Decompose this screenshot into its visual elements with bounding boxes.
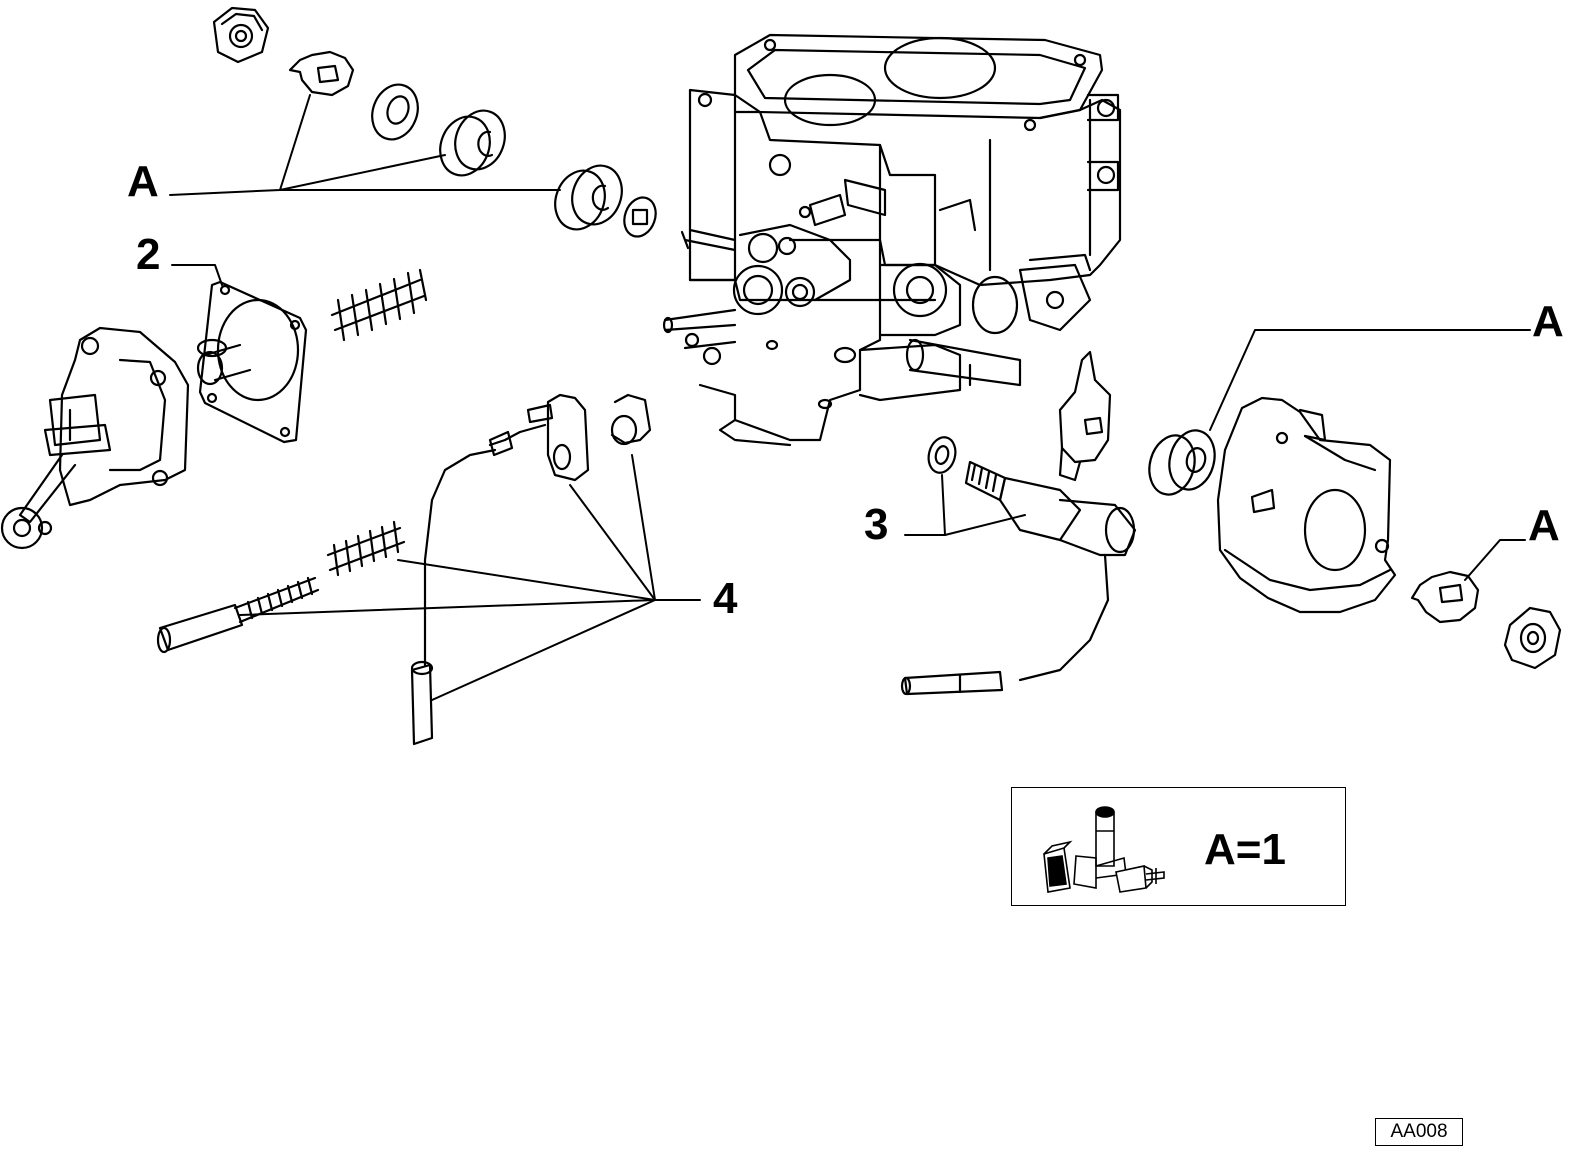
washer-part3 bbox=[927, 436, 957, 474]
tab-washer-top bbox=[288, 50, 355, 97]
plug-part4 bbox=[610, 393, 652, 446]
pump-housing bbox=[43, 326, 190, 507]
callout-2: 2 bbox=[136, 230, 161, 279]
nut-top-left bbox=[212, 6, 270, 64]
spring-upper bbox=[330, 268, 428, 342]
tab-washer-right-upper bbox=[1058, 350, 1112, 482]
leader-lines bbox=[169, 94, 1531, 701]
callout-3: 3 bbox=[864, 500, 889, 549]
bracket-part4 bbox=[526, 393, 590, 482]
throttle-lever-plate bbox=[1216, 396, 1397, 614]
wire-part4 bbox=[410, 423, 547, 746]
diaphragm-cover bbox=[196, 280, 308, 444]
bushing-right bbox=[1148, 429, 1216, 496]
callout-a-right-lower: A bbox=[1528, 501, 1560, 550]
spring-lower bbox=[326, 520, 406, 577]
tab-washer-right-lower bbox=[1410, 570, 1480, 624]
bushing-middle bbox=[554, 164, 623, 231]
bushing-top bbox=[439, 109, 506, 177]
washer-top bbox=[371, 83, 419, 141]
parts-kit-icon bbox=[1043, 806, 1165, 893]
carburetor-body bbox=[662, 33, 1122, 447]
callout-a-top-left: A bbox=[127, 157, 159, 206]
small-washer-top bbox=[623, 196, 657, 238]
adjust-screw bbox=[156, 576, 320, 654]
legend-text: A=1 bbox=[1204, 825, 1286, 874]
sensor-part3 bbox=[900, 460, 1137, 696]
pump-lever bbox=[0, 453, 77, 550]
callout-a-right-upper: A bbox=[1532, 297, 1564, 346]
nut-right bbox=[1503, 606, 1562, 670]
figure-code-label: AA008 bbox=[1375, 1118, 1463, 1146]
callout-4: 4 bbox=[713, 574, 738, 623]
legend-box: A=1 bbox=[1011, 787, 1346, 906]
